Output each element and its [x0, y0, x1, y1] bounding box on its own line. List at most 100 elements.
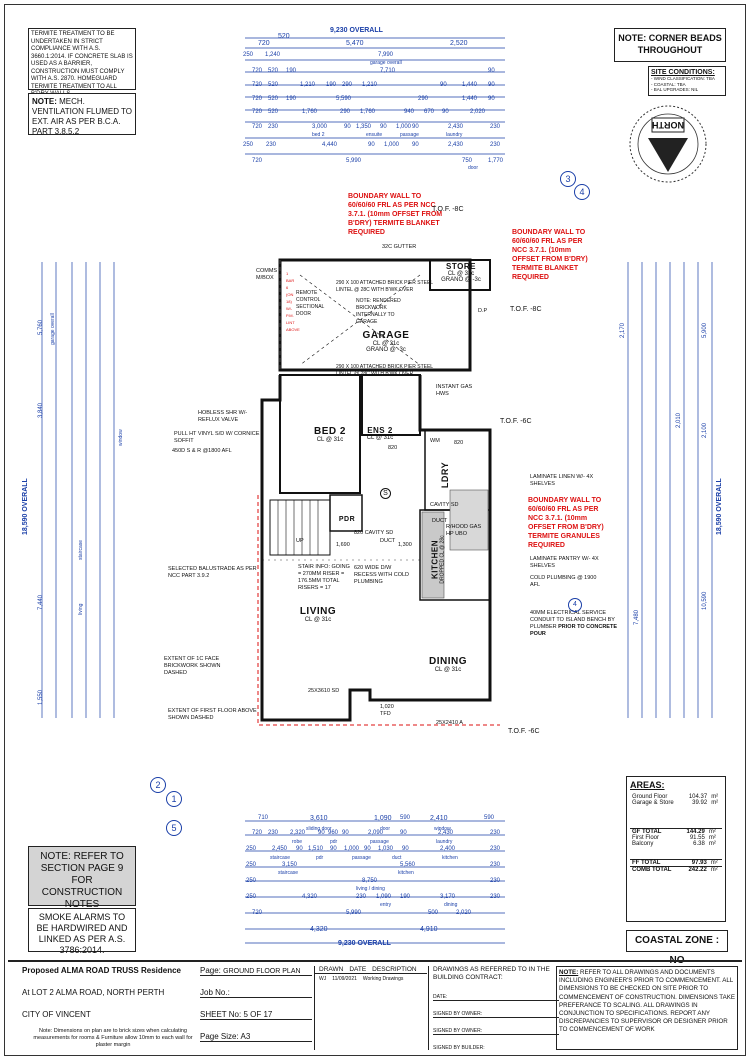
general-note: NOTE: REFER TO ALL DRAWINGS AND DOCUMENT… — [556, 966, 738, 1050]
bot-r3-c6: 1,000 — [344, 846, 360, 852]
room-living-level: CL @ 31c — [304, 617, 332, 623]
top-r8-c2: 230 — [266, 142, 277, 148]
dim-1300: 1,300 — [398, 542, 412, 548]
top-r8-c4: 90 — [368, 142, 375, 148]
bot-r7-c4: 2,020 — [456, 910, 472, 916]
general-note-prefix: NOTE: — [559, 969, 579, 976]
bot-r4-cap2: kitchen — [398, 870, 414, 876]
contract-date: DATE: — [433, 994, 559, 1001]
right-overall: 18,590 OVERALL — [716, 478, 723, 535]
pantry-label: LAMINATE PANTRY W/- 4x SHELVES — [530, 556, 599, 569]
project-name: Proposed ALMA ROAD TRUSS Residence — [22, 966, 181, 975]
room-kitchen-level: DROPPED CL @ 28c — [439, 535, 446, 584]
lintel-label-1: 290 x 100 ATTACHED BRICK PIER STEEL LINT… — [336, 280, 433, 293]
top-r7-cap4: laundry — [446, 132, 463, 138]
top-r7-c10: 230 — [490, 124, 501, 130]
bot-r3-c3: 90 — [296, 846, 303, 852]
room-store-name: STORE — [446, 262, 476, 271]
left-label-4: living — [78, 603, 84, 615]
top-r5-c5: 290 — [418, 96, 429, 102]
room-store-level: CL @ 31c — [447, 271, 475, 277]
right-major-1: 5,900 — [702, 322, 708, 338]
right-major-3: 10,590 — [702, 591, 708, 610]
page-field: Page: GROUND FLOOR PLAN — [200, 966, 312, 976]
top-r1-c2: 520 — [278, 33, 290, 40]
bot-r3-c8: 1,030 — [378, 846, 394, 852]
top-r9-c4: 1,770 — [488, 158, 504, 164]
first-floor-label: EXTENT OF FIRST FLOOR ABOVE SHOWN DASHED — [168, 708, 257, 721]
top-r2-c1: 250 — [243, 52, 254, 58]
dim-820b: 820 — [454, 440, 464, 446]
room-ens2-level: CL @ 31c — [366, 435, 394, 441]
bot-r3-c10: 2,400 — [440, 846, 456, 852]
room-store-grano: GRANO @ -3c — [441, 277, 481, 283]
tof-top: T.O.F. -8c — [432, 206, 464, 213]
smoke-alarms-text: SMOKE ALARMS TO BE HARDWIRED AND LINKED … — [36, 912, 128, 955]
pagesize-label: Page Size: — [200, 1032, 239, 1041]
bot-r3-cap4: duct — [392, 855, 402, 861]
top-r1-c4: 2,520 — [450, 40, 468, 47]
room-garage-level: CL @ 31c — [372, 341, 400, 347]
top-r9-c1: 720 — [252, 158, 263, 164]
top-r3-c1: 720 — [252, 68, 263, 74]
top-r7-c9: 2,430 — [448, 124, 464, 130]
room-kitchen-name: KITCHEN — [430, 539, 440, 580]
project-address: At LOT 2 ALMA ROAD, NORTH PERTH — [22, 988, 165, 997]
room-garage: GARAGE CL @ 31c GRANO @ -3c — [346, 330, 426, 353]
room-dining: DINING CL @ 31c — [418, 656, 478, 673]
bot-r6-cap2: dining — [444, 902, 458, 908]
refer-section-text: NOTE: REFER TO SECTION PAGE 9 FOR CONSTR… — [40, 851, 124, 910]
termite-note: TERMITE TREATMENT TO BE UNDERTAKEN IN ST… — [28, 28, 136, 97]
left-major-2: 3,840 — [38, 402, 44, 418]
rhood-label: R/HOOD GAS HP UBO — [446, 524, 482, 537]
conduit-text: 40mm ELECTRICAL SERVICE CONDUIT TO ISLAN… — [530, 610, 615, 630]
top-r6-c8: 90 — [442, 109, 449, 115]
top-r6-c4: 290 — [340, 109, 351, 115]
bot-r4-c3: 5,560 — [400, 862, 416, 868]
dw-recess-label: 620 WIDE D/W RECESS WITH COLD PLUMBING — [354, 565, 410, 585]
right-minor-3: 7,480 — [634, 609, 640, 625]
bot-r3-c9: 90 — [402, 846, 409, 852]
bot-r3-c2: 2,450 — [272, 846, 288, 852]
hobless-label: HOBLESS SHR W/- REFLUX VALVE — [198, 410, 248, 423]
gutter-label: 32c GUTTER — [382, 244, 417, 250]
bot-r3-c7: 90 — [364, 846, 371, 852]
site-condition-bal: - BAL UPGRADES: NIL — [651, 87, 699, 92]
top-r6-c7: 670 — [424, 109, 435, 115]
bot-r6-c2: 4,320 — [302, 894, 318, 900]
instant-gas-label: INSTANT GAS HWS — [436, 384, 473, 397]
top-r6-c3: 1,760 — [302, 109, 318, 115]
smoke-alarm-mark: S — [380, 488, 391, 499]
bot-r3-cap3: passage — [352, 855, 371, 861]
ventilation-note: NOTE: MECH. VENTILATION FLUMED TO EXT. A… — [28, 93, 136, 136]
bot-r3-c11: 230 — [490, 846, 501, 852]
top-r1-c1: 720 — [258, 40, 270, 47]
top-r6-c2: 520 — [268, 109, 279, 115]
title-block: Proposed ALMA ROAD TRUSS Residence At LO… — [8, 960, 742, 1054]
top-r7-c3: 3,000 — [312, 124, 328, 130]
dim-820: 820 — [388, 445, 398, 451]
wm-label: WM — [430, 438, 440, 444]
room-bed2: BED 2 CL @ 31c — [300, 426, 360, 443]
bot-r3-cap1: staircase — [270, 855, 291, 861]
pagesize-field: Page Size: A3 — [200, 1032, 312, 1042]
left-overall: 18,590 OVERALL — [22, 478, 29, 535]
sheet-label: SHEET No: — [200, 1010, 242, 1019]
bot-r3-c5: 90 — [330, 846, 337, 852]
signed-owner-1: SIGNED BY OWNER: — [433, 1011, 559, 1018]
top-r3-c3: 190 — [286, 68, 297, 74]
top-r8-c3: 4,440 — [322, 142, 338, 148]
top-r8-c6: 90 — [412, 142, 419, 148]
top-r6-c6: 940 — [404, 109, 415, 115]
face-brick-label: EXTENT OF 1c FACE BRICKWORK SHOWN DASHED — [164, 656, 221, 676]
sheet-value: 5 OF 17 — [243, 1010, 273, 1019]
bot-r1-c6: 590 — [484, 815, 495, 821]
job-field: Job No.: — [200, 988, 312, 998]
bot-r4-c2: 3,150 — [282, 862, 298, 868]
bot-overall: 9,230 OVERALL — [338, 940, 391, 947]
room-store: STORE CL @ 31c GRANO @ -3c — [436, 262, 486, 283]
section-marker-4: 4 — [574, 184, 590, 200]
bot-r8-c2: 4,910 — [420, 926, 438, 933]
